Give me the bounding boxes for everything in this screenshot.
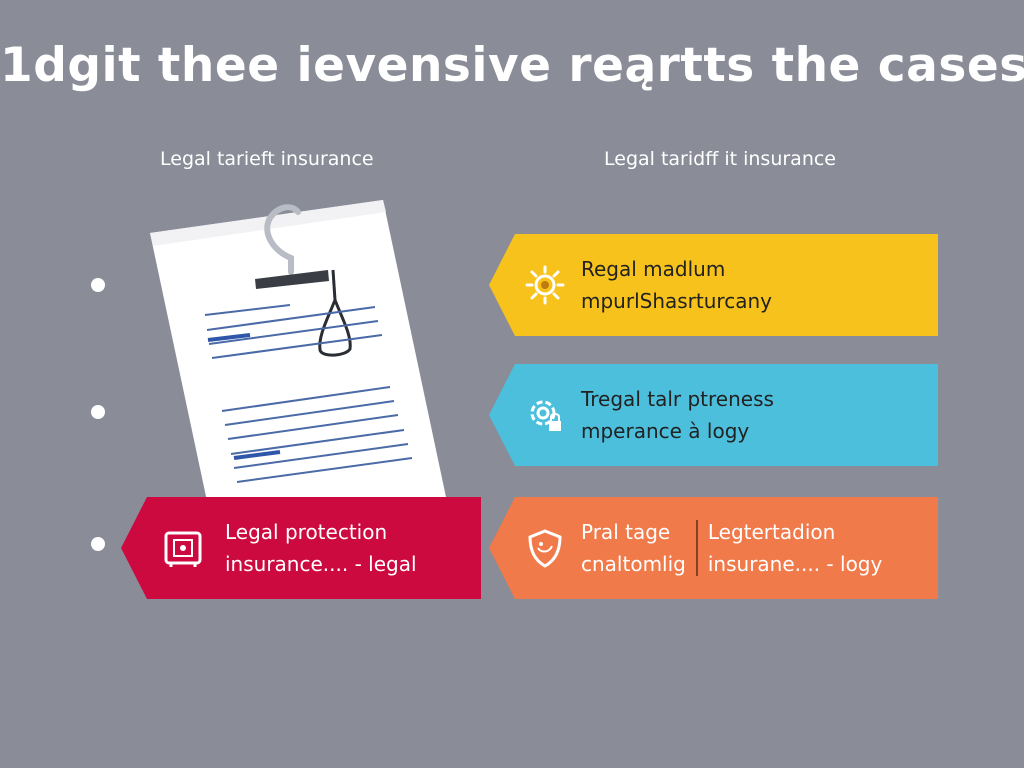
red-banner-line-2: insurance.... - legal [225, 552, 417, 576]
blue-banner: Tregal talr ptreness mperance à logy [489, 364, 938, 466]
yellow-banner: Regal madlum mpurlShasrturcany [489, 234, 938, 336]
safe-icon [164, 531, 202, 567]
orange-banner-right-line-2: insurane.... - logy [707, 552, 883, 576]
bullet-3 [91, 537, 105, 551]
orange-banner-divider [695, 520, 698, 576]
yellow-banner-line-1: Regal madlum [581, 257, 726, 281]
paper-clip-icon [255, 204, 329, 289]
blue-banner-line-1: Tregal talr ptreness [581, 387, 774, 411]
bullet-1 [91, 278, 105, 292]
gear-sun-icon [525, 265, 565, 305]
orange-banner-left-line-2: cnaltomlig [581, 552, 686, 576]
gear-lock-icon [530, 400, 561, 431]
red-banner-line-1: Legal protection [225, 520, 388, 544]
blue-banner-line-2: mperance à logy [581, 419, 750, 443]
yellow-banner-line-2: mpurlShasrturcany [581, 289, 772, 313]
shield-icon [528, 529, 562, 568]
hanging-weight-icon [318, 269, 352, 357]
orange-banner-left-line-1: Pral tage [581, 520, 671, 544]
document-text-lines [204, 304, 413, 483]
right-subtitle: Legal taridff it insurance [604, 148, 836, 170]
orange-banner-right-line-1: Legtertadion [707, 520, 836, 544]
left-subtitle: Legal tarieft insurance [160, 148, 374, 170]
bullet-2 [91, 405, 105, 419]
orange-banner: Pral tage cnaltomlig Legtertadion insura… [489, 497, 938, 599]
page-title: 1dgit thee ievensive reąrtts the cases [0, 38, 1024, 93]
document-sheet [150, 200, 446, 520]
red-banner: Legal protection insurance.... - legal [121, 497, 481, 599]
